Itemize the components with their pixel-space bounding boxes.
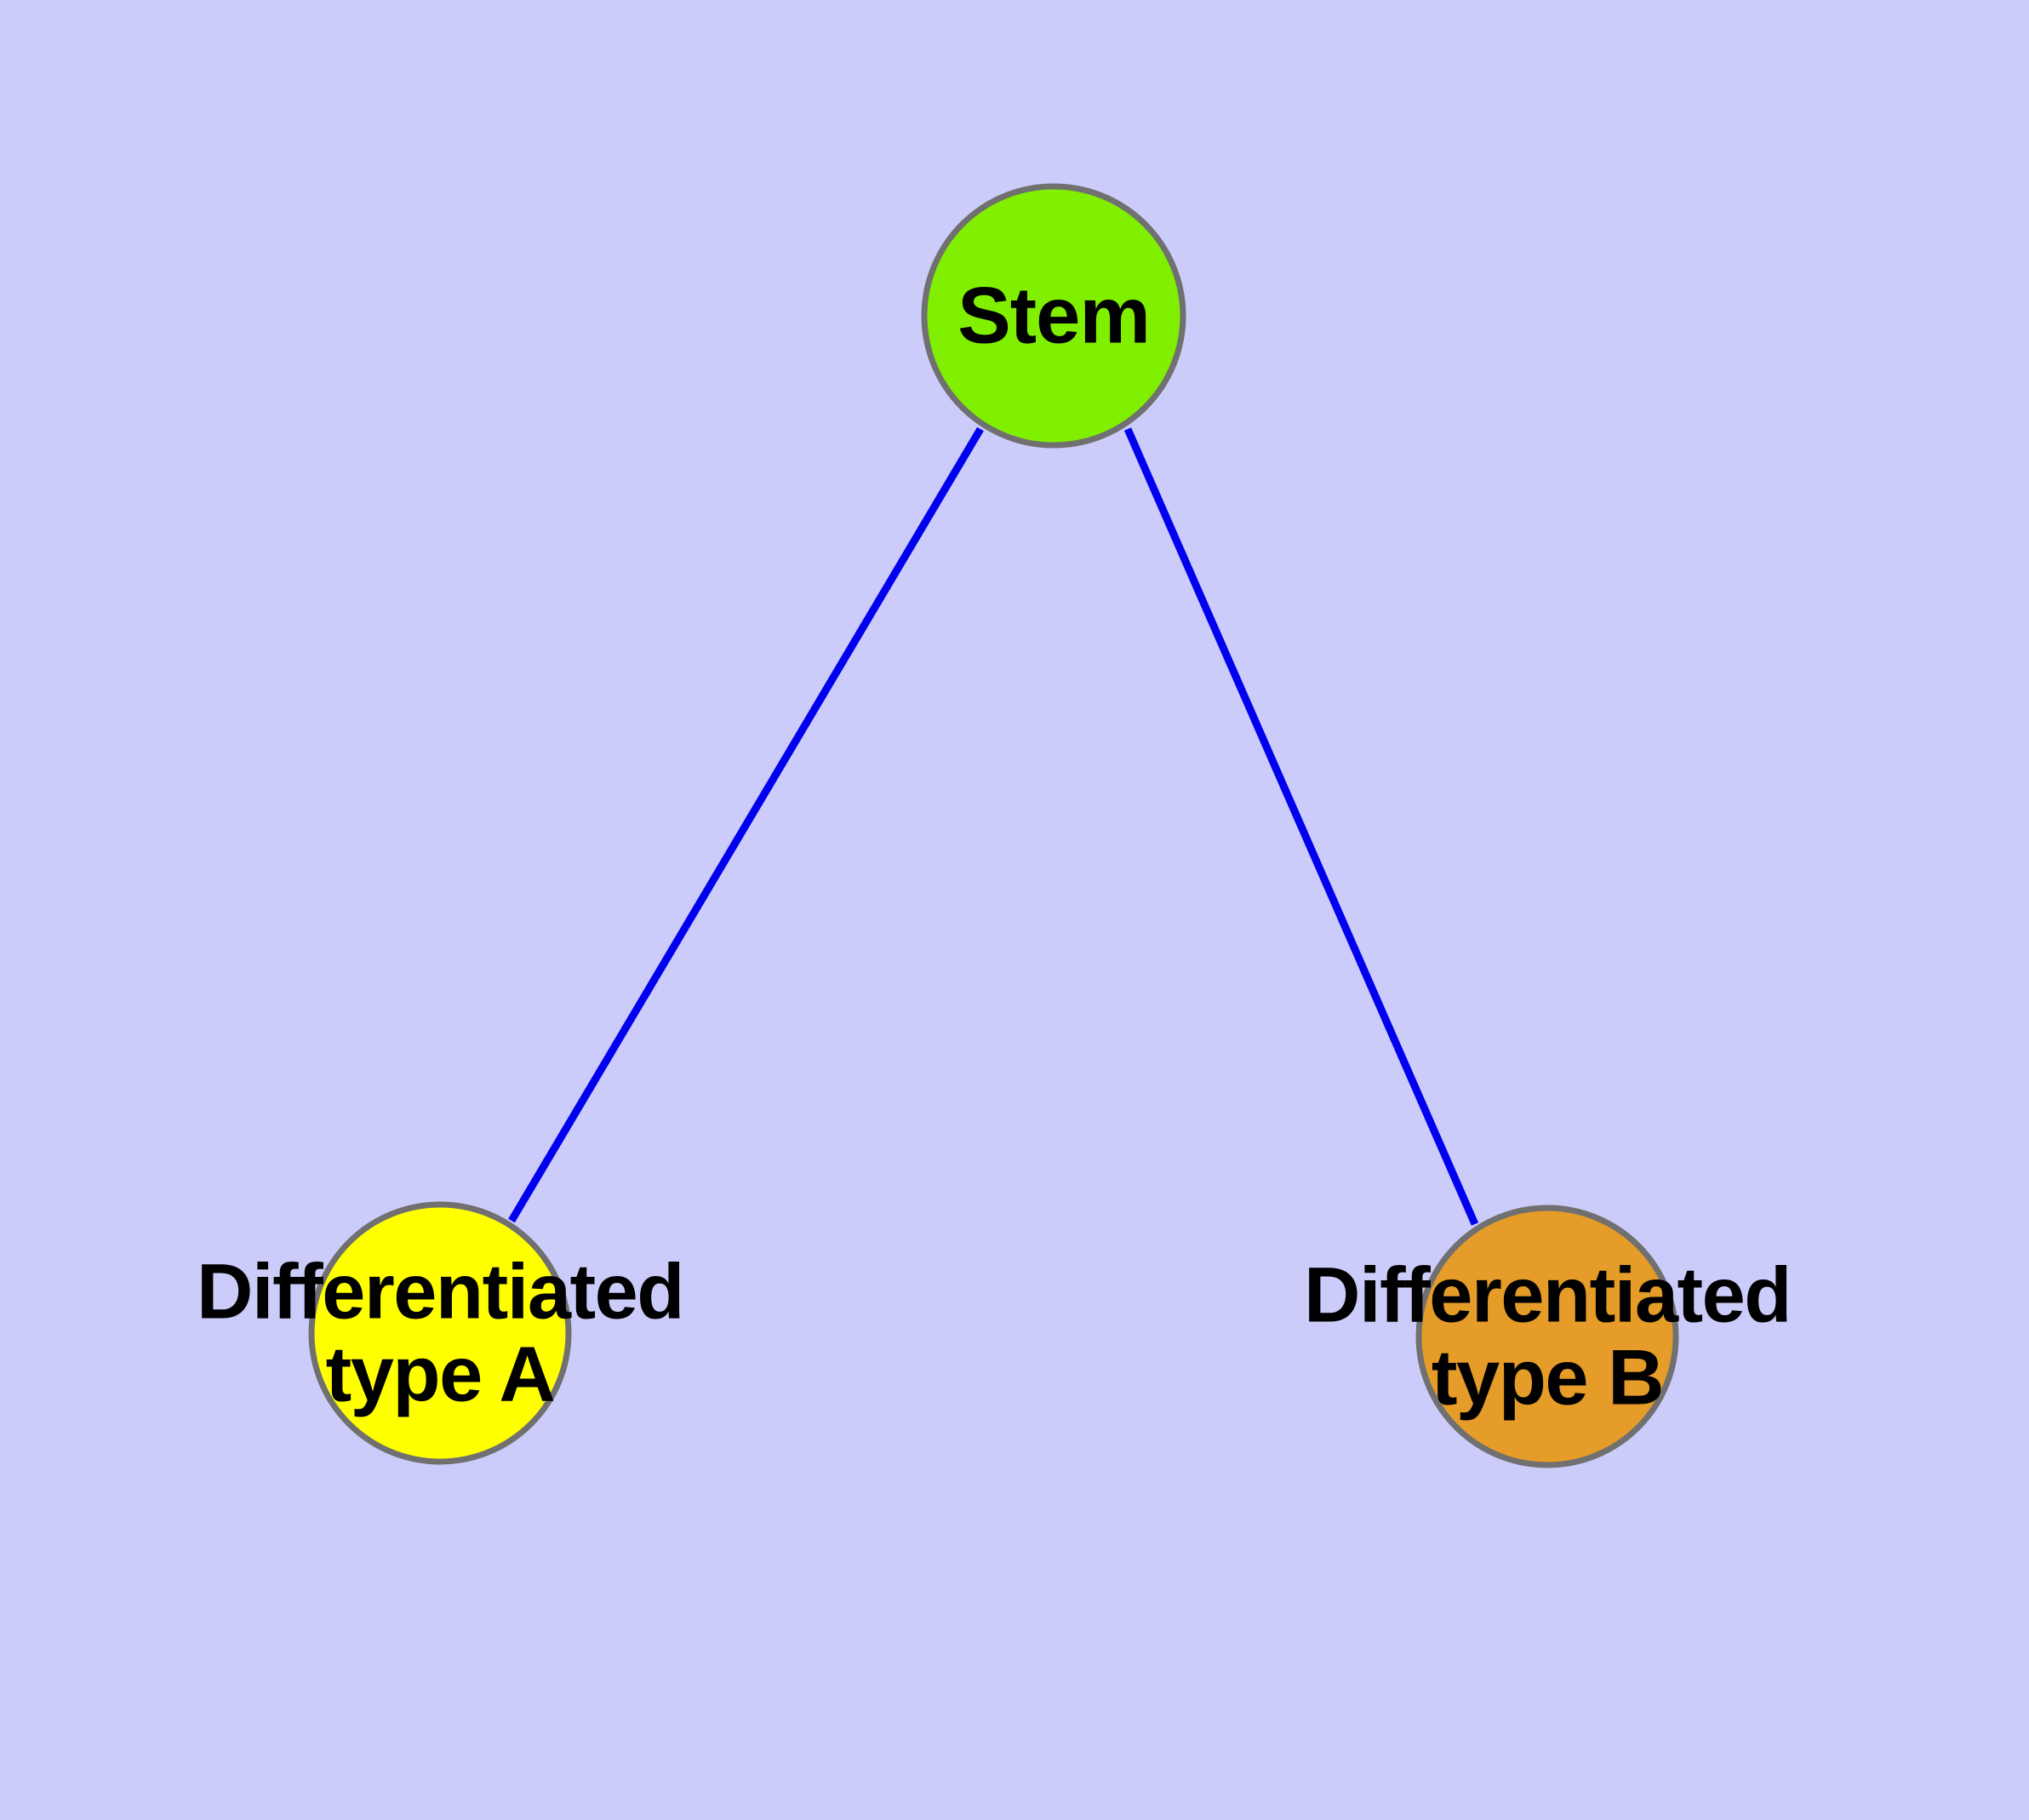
node-circle-diff_b[interactable] — [1415, 1205, 1679, 1468]
node-circle-stem[interactable] — [921, 183, 1186, 449]
edges-group — [508, 426, 1479, 1226]
edge-stem-to-b — [1123, 427, 1479, 1226]
nodes-group — [308, 183, 1679, 1468]
node-circle-diff_a[interactable] — [308, 1201, 572, 1465]
edge-stem-to-a — [508, 426, 984, 1223]
